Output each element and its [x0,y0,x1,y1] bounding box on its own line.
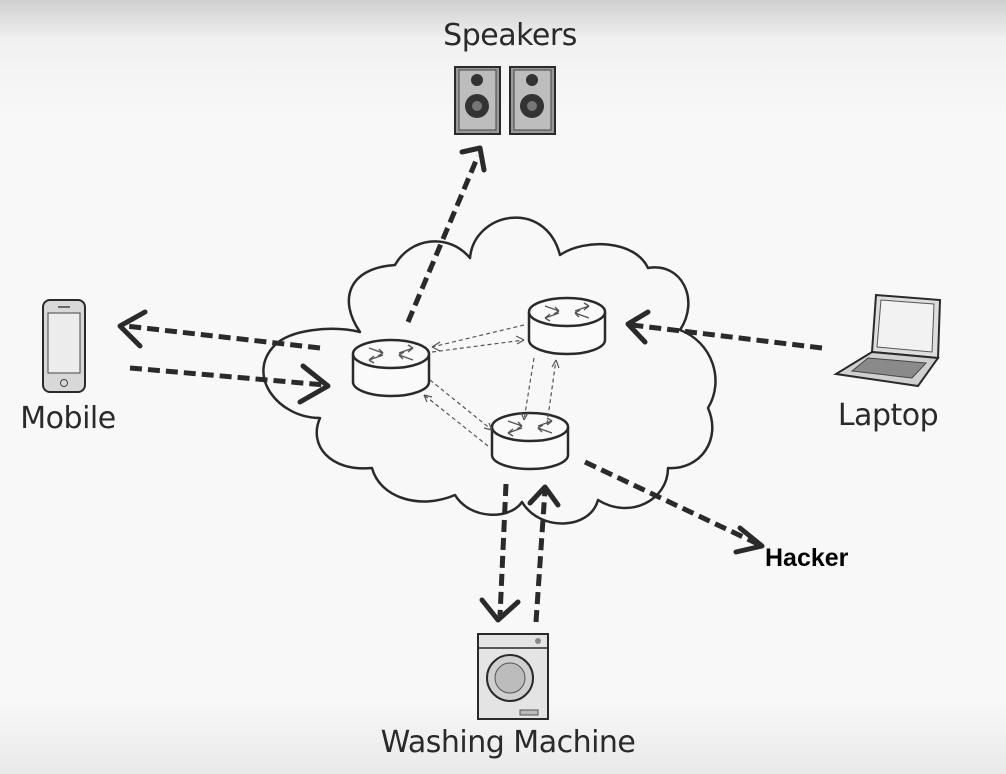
label-washing-machine: Washing Machine [381,725,636,760]
label-mobile: Mobile [20,401,115,436]
cloud-network [262,216,717,525]
router-left [351,338,431,398]
connection-washing-down [479,483,521,623]
connection-speakers [405,145,487,323]
connection-mobile-out [129,363,331,405]
label-speakers: Speakers [443,18,577,53]
router-right [527,296,607,356]
connection-mobile-in [117,309,321,351]
washing-machine-icon [477,633,549,720]
laptop-icon [833,293,942,388]
router-links [423,324,560,447]
smartphone-icon [42,299,86,393]
label-hacker: Hacker [765,544,849,572]
speakers-icon [454,66,556,135]
connection-laptop [625,309,823,351]
label-laptop: Laptop [838,398,938,433]
router-bottom [490,411,570,471]
connection-hacker [583,459,765,555]
connection-washing-up [527,484,561,623]
